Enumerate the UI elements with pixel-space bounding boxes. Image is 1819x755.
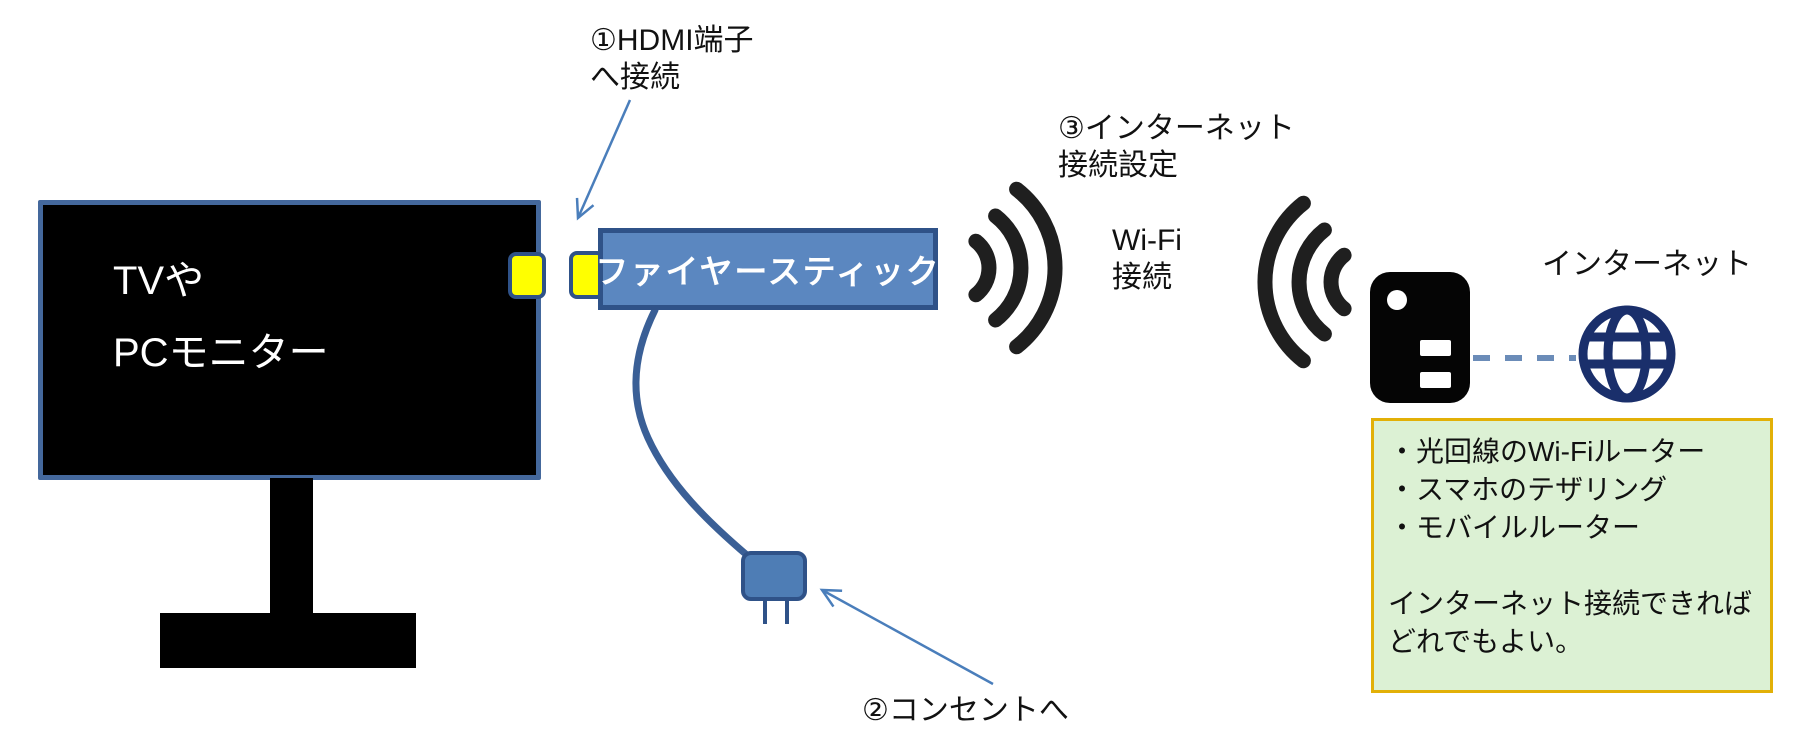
tv-screen-label: TVや PCモニター — [113, 245, 329, 389]
power-cable — [632, 306, 752, 560]
tv-monitor: TVや PCモニター — [38, 200, 541, 480]
tv-stand-neck — [270, 478, 313, 615]
wifi-signal-right-icon — [1257, 195, 1352, 369]
wifi-connection-label: Wi-Fi 接続 — [1112, 222, 1182, 296]
callout-1-arrow — [575, 99, 632, 221]
plug-prongs — [763, 600, 789, 624]
tv-label-line2: PCモニター — [113, 331, 329, 375]
power-plug — [741, 551, 807, 601]
callout-1-label: ①HDMI端子 へ接続 — [590, 22, 754, 96]
note-line — [1388, 547, 1770, 585]
callout-3-line2: 接続設定 — [1058, 149, 1178, 182]
note-line: インターネット接続できれば — [1388, 588, 1753, 619]
callout-3-label: ③インターネット 接続設定 — [1058, 110, 1295, 184]
note-line: どれでもよい。 — [1388, 626, 1584, 657]
tv-stand-base — [160, 613, 416, 668]
router-led — [1387, 290, 1407, 310]
internet-globe-icon — [1578, 305, 1676, 403]
note-line: ・スマホのテザリング — [1388, 474, 1668, 505]
tv-label-line1: TVや — [113, 259, 205, 303]
callout-1-line1: ①HDMI端子 — [590, 24, 754, 57]
router-port-2 — [1420, 372, 1451, 388]
internet-label: インターネット — [1542, 248, 1752, 281]
fire-stick-label: ファイヤースティック — [595, 253, 941, 290]
note-line: ・光回線のWi-Fiルーター — [1388, 436, 1706, 467]
callout-2-arrow — [819, 588, 994, 686]
router-device — [1370, 272, 1470, 403]
callout-3-line1: ③インターネット — [1058, 112, 1295, 145]
router-port-1 — [1420, 340, 1451, 356]
note-line: ・モバイルルーター — [1388, 512, 1641, 543]
fire-stick: ファイヤースティック — [595, 228, 941, 310]
callout-1-line2: へ接続 — [590, 61, 680, 94]
wifi-label-line2: 接続 — [1112, 261, 1172, 294]
note-box: ・光回線のWi-Fiルーター ・スマホのテザリング ・モバイルルーター インター… — [1371, 418, 1773, 693]
callout-2-label: ②コンセントへ — [862, 694, 1069, 727]
hdmi-port — [508, 252, 546, 299]
wifi-label-line1: Wi-Fi — [1112, 224, 1182, 257]
wifi-signal-left-icon — [968, 181, 1063, 355]
